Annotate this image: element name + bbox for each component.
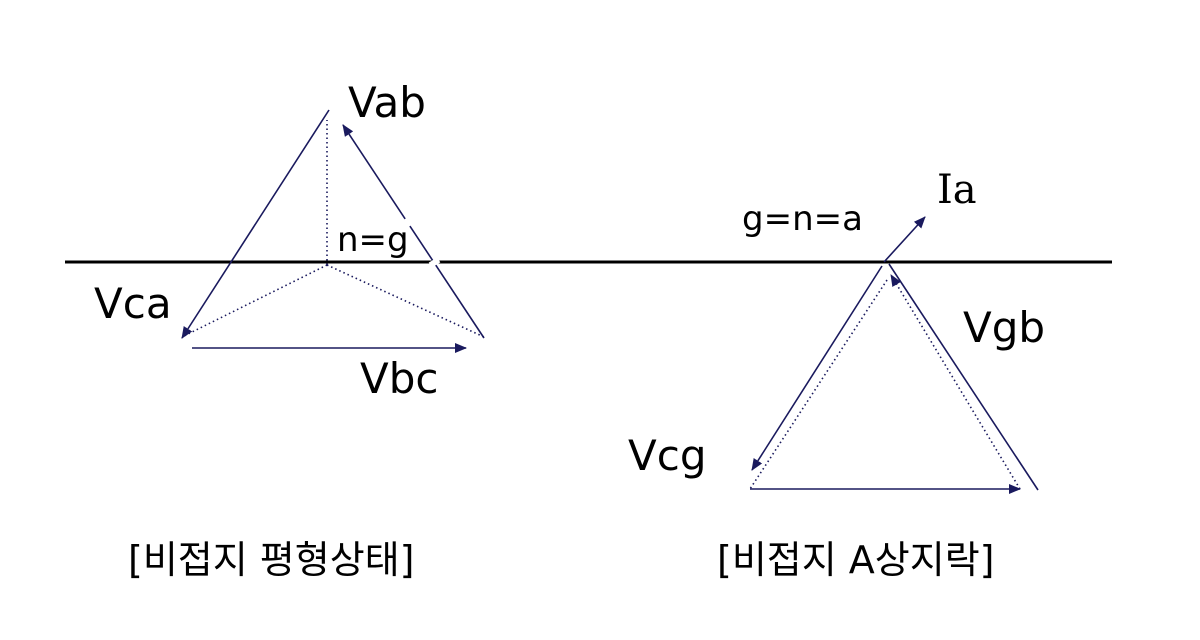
left-balanced-diagram: Vab Vca Vbc n=g [비접지 평형상태] [94,78,485,582]
label-vca: Vca [94,279,172,328]
label-g-n-a: g=n=a [742,199,863,239]
label-vgb: Vgb [963,303,1045,352]
vcg-phasor [751,265,883,471]
label-n-equals-g: n=g [337,220,409,260]
vgb-dotted [890,274,1021,490]
ia-phasor [883,216,926,263]
caption-a-phase-fault: [비접지 A상지락] [717,538,995,582]
vab-phasor [342,124,485,339]
right-fault-diagram: Ia g=n=a Vgb Vcg [비접지 A상지락] [628,167,1045,582]
vab-gap-lower [428,257,441,268]
vca-phasor [181,109,330,339]
caption-balanced: [비접지 평형상태] [128,538,414,582]
label-vcg: Vcg [628,431,706,480]
neutral-to-b-dotted [326,264,485,338]
vcg-dotted [749,279,888,490]
neutral-to-c-dotted [181,264,328,338]
vab-gap-upper [400,216,415,229]
vgb-phasor [888,263,1039,491]
label-vbc: Vbc [360,354,438,403]
label-vab: Vab [348,78,426,127]
label-ia: Ia [937,167,977,213]
